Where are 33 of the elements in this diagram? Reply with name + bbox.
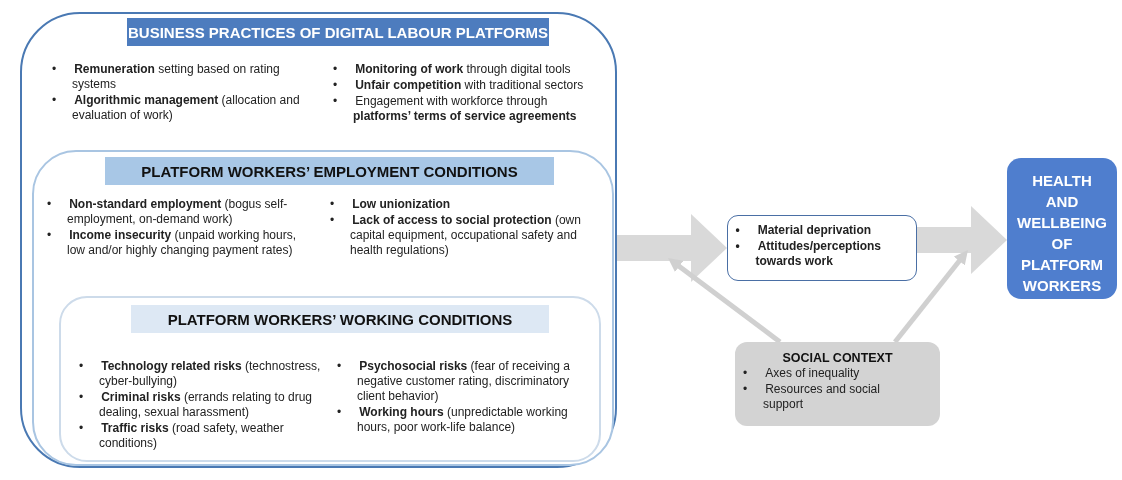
bullet-text: • Income insecurity (unpaid working hours, low and/or highly changing payment rates) [47, 228, 297, 258]
bullet-text: • Traffic risks (road safety, weather conditions) [79, 421, 285, 451]
block-arrow [617, 214, 727, 282]
bullet-text: • Criminal risks (errands relating to drug dealing, sexual harassment) [79, 390, 313, 420]
bullet-text: • Low unionization [330, 197, 452, 212]
box-heading: SOCIAL CONTEXT [781, 351, 894, 365]
arrow [668, 258, 782, 344]
panel [20, 12, 617, 468]
heading-band: PLATFORM WORKERS’ WORKING CONDITIONS [131, 305, 549, 333]
block-arrow [917, 206, 1007, 274]
bullet-text: • Technology related risks (technostress, cyber-bullying) [79, 359, 322, 389]
bullet-text: • Resources and social support [743, 382, 881, 412]
bullet-text: • Remuneration setting based on rating systems [52, 62, 281, 92]
context-box [735, 342, 940, 426]
arrow [893, 250, 968, 344]
bullet-text: • Attitudes/perceptions towards work [735, 238, 883, 269]
box-label: HEALTH AND WELLBEING OF PLATFORM WORKERS [1016, 171, 1108, 296]
bullet-text: • Engagement with workforce through platforms’ terms of service agreements [333, 94, 578, 124]
bullet-text: • Working hours (unpredictable working hours, poor work-life balance) [337, 405, 569, 435]
bullet-text: • Unfair competition with traditional sectors [333, 78, 585, 93]
panel [32, 150, 614, 466]
bullet-text: • Axes of inequality [743, 366, 861, 381]
heading-band: BUSINESS PRACTICES OF DIGITAL LABOUR PLATFORMS [127, 18, 549, 46]
bullet-text: • Algorithmic management (allocation and evaluation of work) [52, 93, 301, 123]
process-box [727, 215, 917, 281]
outcome-box [1007, 158, 1117, 299]
bullet-text: • Lack of access to social protection (own capital equipment, occupational safety and health regulations) [330, 213, 582, 258]
heading-band: PLATFORM WORKERS’ EMPLOYMENT CONDITIONS [105, 157, 554, 185]
bullet-text: • Non-standard employment (bogus self-employment, on-demand work) [47, 197, 289, 227]
panel [59, 296, 601, 462]
bullet-text: • Material deprivation [735, 222, 873, 238]
bullet-text: • Monitoring of work through digital tools [333, 62, 572, 77]
bullet-text: • Psychosocial risks (fear of receiving a negative customer rating, discriminatory client behavior) [337, 359, 571, 404]
